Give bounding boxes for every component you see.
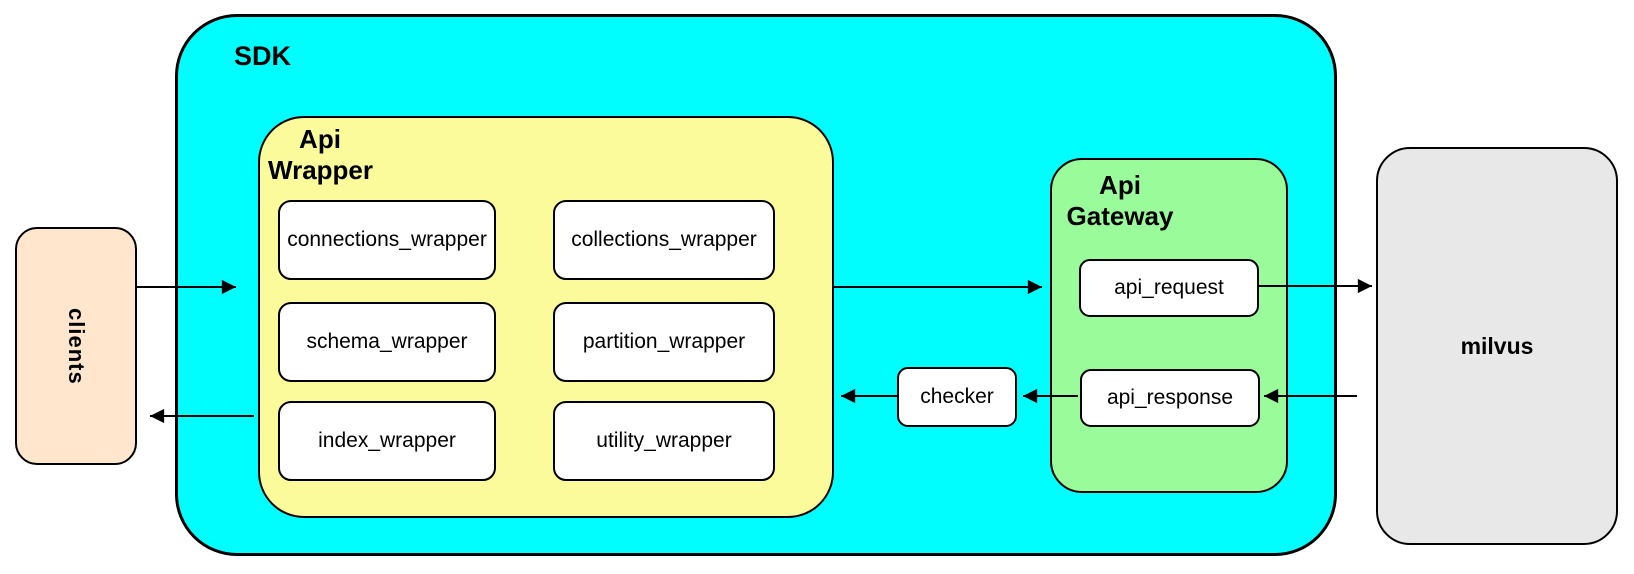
module-api-request: api_request	[1079, 259, 1259, 317]
clients-label: clients	[64, 307, 89, 385]
milvus-node: milvus	[1376, 147, 1618, 545]
api-gateway-label: Api Gateway	[1066, 170, 1174, 231]
milvus-label: milvus	[1460, 332, 1534, 359]
checker-node: checker	[897, 367, 1017, 427]
module-schema-wrapper: schema_wrapper	[278, 302, 496, 382]
module-connections-wrapper: connections_wrapper	[278, 200, 496, 280]
module-api-response: api_response	[1080, 369, 1260, 427]
clients-node: clients	[15, 227, 137, 465]
api-wrapper-label: Api Wrapper	[268, 124, 373, 185]
api-wrapper-container: Api Wrapper connections_wrapper collecti…	[258, 116, 834, 518]
sdk-label: SDK	[234, 41, 292, 71]
api-gateway-container: Api Gateway api_request api_response	[1050, 158, 1288, 493]
module-partition-wrapper: partition_wrapper	[553, 302, 775, 382]
module-collections-wrapper: collections_wrapper	[553, 200, 775, 280]
module-index-wrapper: index_wrapper	[278, 401, 496, 481]
module-utility-wrapper: utility_wrapper	[553, 401, 775, 481]
